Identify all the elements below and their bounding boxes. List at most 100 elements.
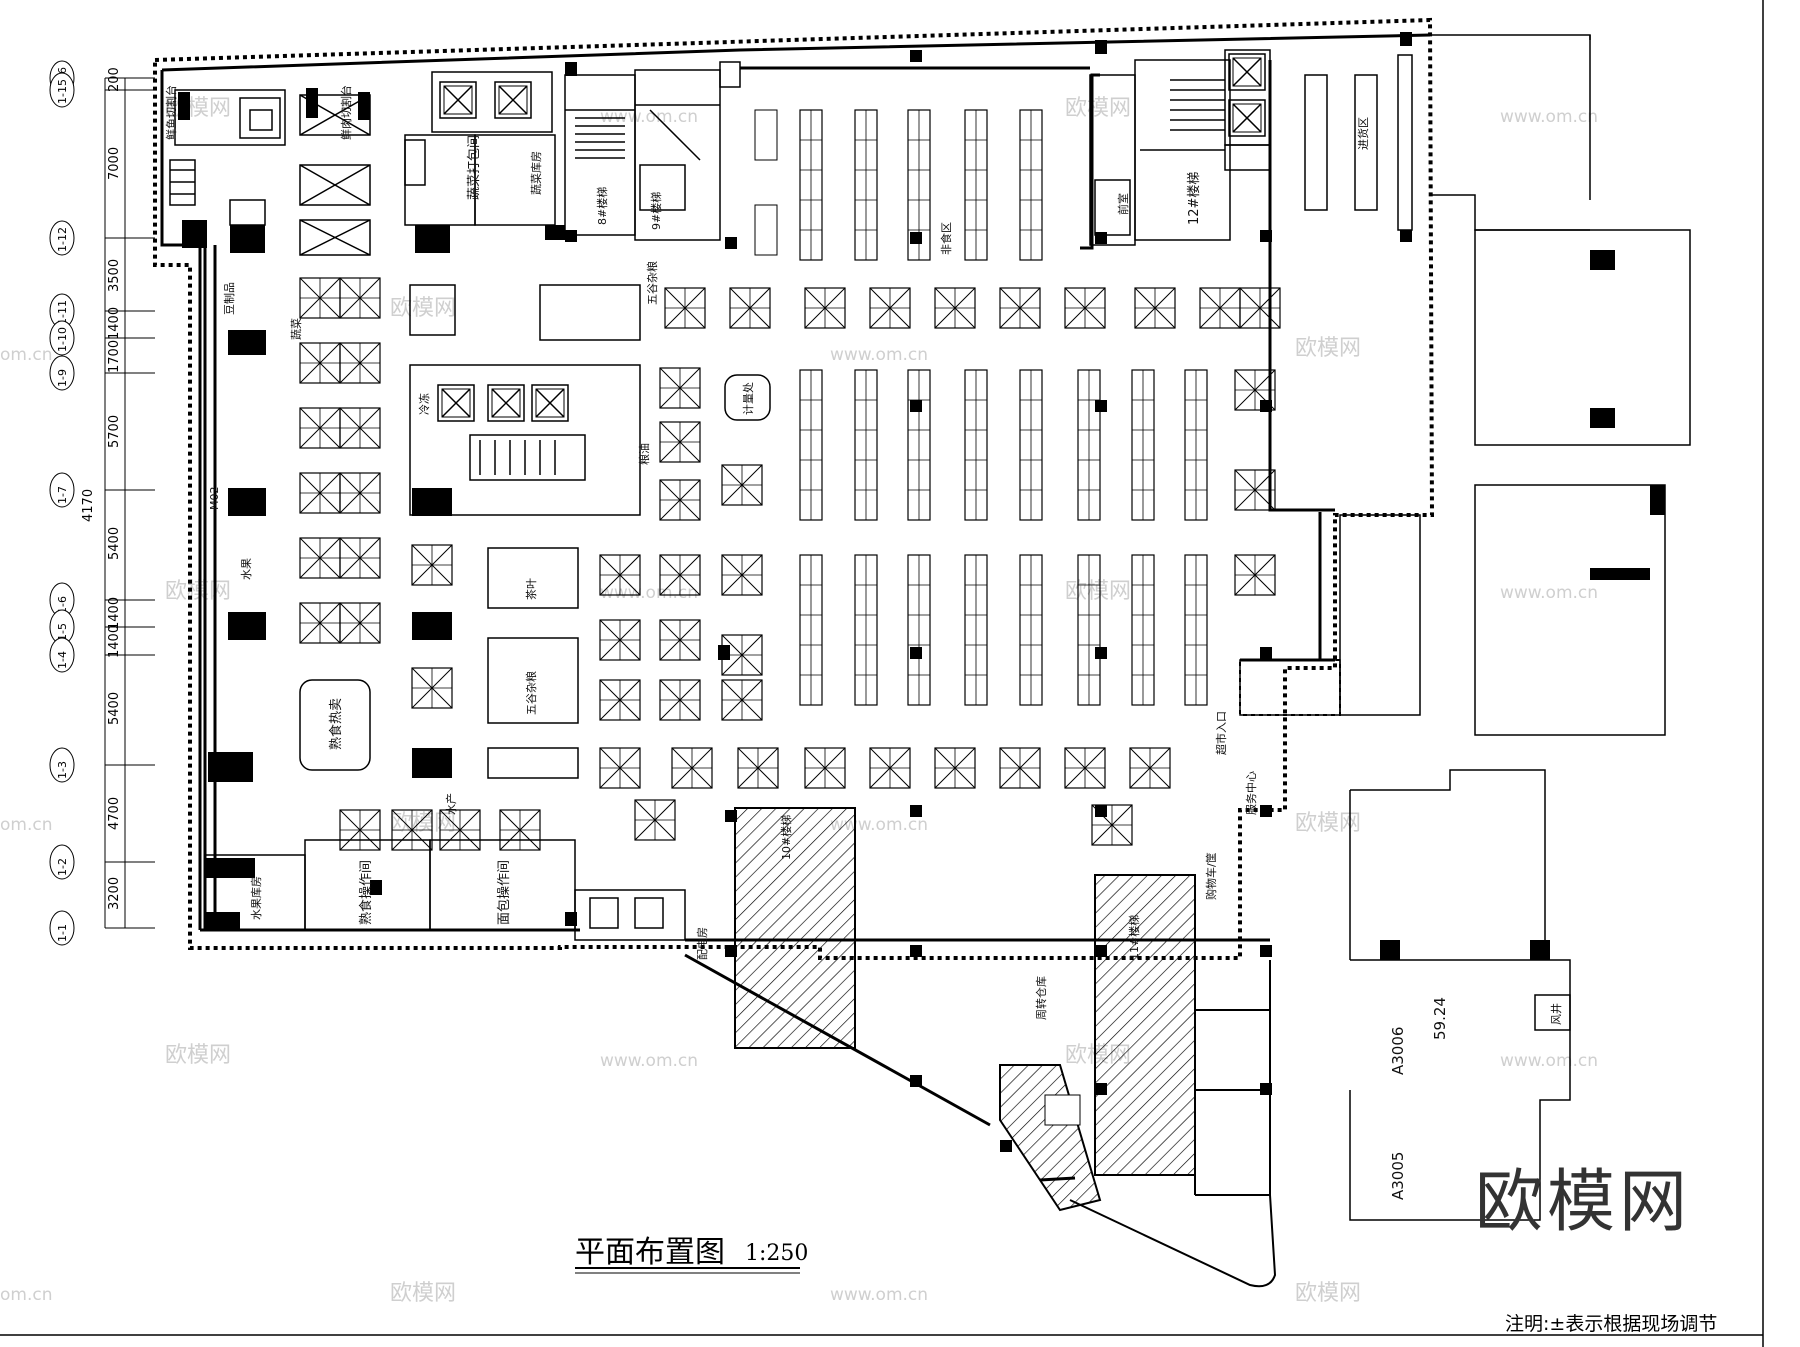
svg-text:1-7: 1-7: [56, 486, 69, 504]
entrance-area: [1239, 659, 1341, 716]
top-right-core: [1089, 49, 1413, 246]
label-tofu: 豆制品: [223, 282, 236, 315]
label-veg-packing: 蔬菜打包间: [467, 135, 482, 200]
watermark-layer: 欧模网 欧模网 欧模网 欧模网 欧模网 欧模网 欧模网 欧模网 欧模网 欧模网 …: [0, 96, 1598, 1306]
watermark-url-edge: om.cn: [0, 815, 53, 835]
watermark-url: www.om.cn: [600, 107, 698, 127]
label-food-zone: 非食区: [939, 222, 953, 255]
label-turnover-store: 周转仓库: [1034, 976, 1048, 1020]
label-stair-12: 12#楼梯: [1187, 172, 1202, 225]
right-units: [1239, 34, 1691, 1221]
drawing-scale: 1:250: [745, 1241, 808, 1266]
watermark-text: 欧模网: [390, 296, 456, 321]
label-well: 风井: [1549, 1003, 1563, 1025]
watermark-text: 欧模网: [1065, 579, 1131, 604]
label-weighing: 计量处: [742, 382, 755, 415]
watermark-url: www.om.cn: [1500, 583, 1598, 603]
watermark-text: 欧模网: [1295, 336, 1361, 361]
dimension-label: 4170: [81, 489, 96, 522]
axis-bubble: 1-6: [49, 582, 75, 618]
dimension-label: 7000: [107, 147, 122, 180]
label-bakery-op: 面包操作间: [496, 860, 512, 925]
label-cart: 购物车/筐: [1204, 852, 1218, 900]
label-veg-store: 蔬菜库房: [530, 151, 543, 195]
label-service: 服务中心: [1245, 771, 1258, 815]
axis-bubble: 1-5: [49, 609, 75, 645]
columns: [178, 32, 1665, 1152]
dimension-label: 1700: [107, 340, 122, 373]
watermark-url: www.om.cn: [600, 583, 698, 603]
label-aquatic: 水产: [444, 793, 458, 815]
display-column-middle: [599, 367, 1276, 721]
label-tea: 茶叶: [525, 578, 538, 600]
dimension-label: 5400: [107, 527, 122, 560]
shelving-top: [754, 109, 1043, 261]
label-grains: 五谷杂粮: [645, 261, 659, 305]
label-grains2: 五谷杂粮: [524, 671, 538, 715]
watermark-url: www.om.cn: [1500, 1051, 1598, 1071]
label-hot-food: 熟食热卖: [328, 698, 344, 750]
shelving-middle: [799, 369, 1208, 706]
label-fruit: 水果: [240, 558, 253, 580]
dimension-label: 3200: [107, 877, 122, 910]
hatched-stairs: [734, 807, 1196, 1212]
label-fruit-store: 水果库房: [250, 876, 263, 920]
svg-text:1-5: 1-5: [56, 623, 69, 641]
bottom-ops: [204, 839, 686, 941]
axis-grid: [104, 77, 155, 929]
watermark-url: www.om.cn: [1500, 107, 1598, 127]
svg-text:1-2: 1-2: [56, 858, 69, 876]
watermark-text: 欧模网: [390, 1281, 456, 1306]
dimension-label: 5700: [107, 415, 122, 448]
dimension-label: 5400: [107, 692, 122, 725]
brand-watermark: 欧模网: [1475, 1163, 1691, 1242]
axis-bubble: 1-3: [49, 747, 75, 783]
label-meat-station: 鲜肉切割台: [339, 85, 353, 140]
label-stair-9: 9#楼梯: [649, 192, 663, 230]
svg-text:1-15: 1-15: [56, 79, 69, 104]
svg-text:1-10: 1-10: [56, 327, 69, 352]
watermark-text: 欧模网: [1295, 1281, 1361, 1306]
label-receiving: 进货区: [1356, 117, 1370, 150]
axis-bubble: 1-9: [49, 355, 75, 391]
axis-bubble: 1-7: [49, 472, 75, 508]
watermark-url: www.om.cn: [830, 345, 928, 365]
watermark-url: www.om.cn: [830, 1285, 928, 1305]
label-unit-a3006: A3006: [1389, 1027, 1407, 1075]
south-wing: [1069, 940, 1277, 1288]
axis-dimensions: 200 7000 3500 1400 1700 5700 4170 5400 1…: [81, 67, 122, 910]
watermark-text: 欧模网: [1065, 96, 1131, 121]
axis-bubbles: 1-16 1-15 1-12 1-11 1-10 1-9 1-7 1-6 1-5…: [49, 60, 75, 946]
label-wall-tag: M02: [208, 487, 221, 511]
label-power-room: 配电房: [696, 927, 709, 960]
central-core: [299, 284, 771, 779]
label-entrance: 超市入口: [1214, 711, 1228, 755]
dimension-label: 1400: [107, 307, 122, 340]
axis-bubble: 1-12: [49, 220, 75, 256]
watermark-url: www.om.cn: [600, 1051, 698, 1071]
label-stair-11: 11#楼梯: [1127, 915, 1141, 960]
label-oils: 粮油: [637, 443, 651, 465]
label-frozen: 冷冻: [417, 393, 431, 415]
dimension-label: 1400: [107, 625, 122, 658]
svg-text:1-3: 1-3: [56, 761, 69, 779]
top-service-core: [404, 61, 741, 241]
watermark-text: 欧模网: [165, 579, 231, 604]
label-front-room: 前室: [1116, 193, 1130, 215]
svg-text:1-11: 1-11: [56, 300, 69, 325]
watermark-text: 欧模网: [1295, 811, 1361, 836]
watermark-url-edge: om.cn: [0, 345, 53, 365]
label-unit-a3005: A3005: [1389, 1152, 1407, 1200]
dimension-label: 200: [107, 67, 122, 92]
svg-text:1-1: 1-1: [56, 924, 69, 942]
axis-bubble: 1-10: [49, 320, 75, 356]
svg-text:1-9: 1-9: [56, 369, 69, 387]
display-row-1: [664, 287, 1281, 329]
label-unit-a3006-area: 59.24: [1431, 997, 1449, 1040]
label-vegetables: 蔬菜: [290, 318, 303, 340]
axis-bubble: 1-2: [49, 844, 75, 880]
axis-bubble: 1-4: [49, 637, 75, 673]
label-cooked-op: 熟食操作间: [358, 860, 374, 925]
